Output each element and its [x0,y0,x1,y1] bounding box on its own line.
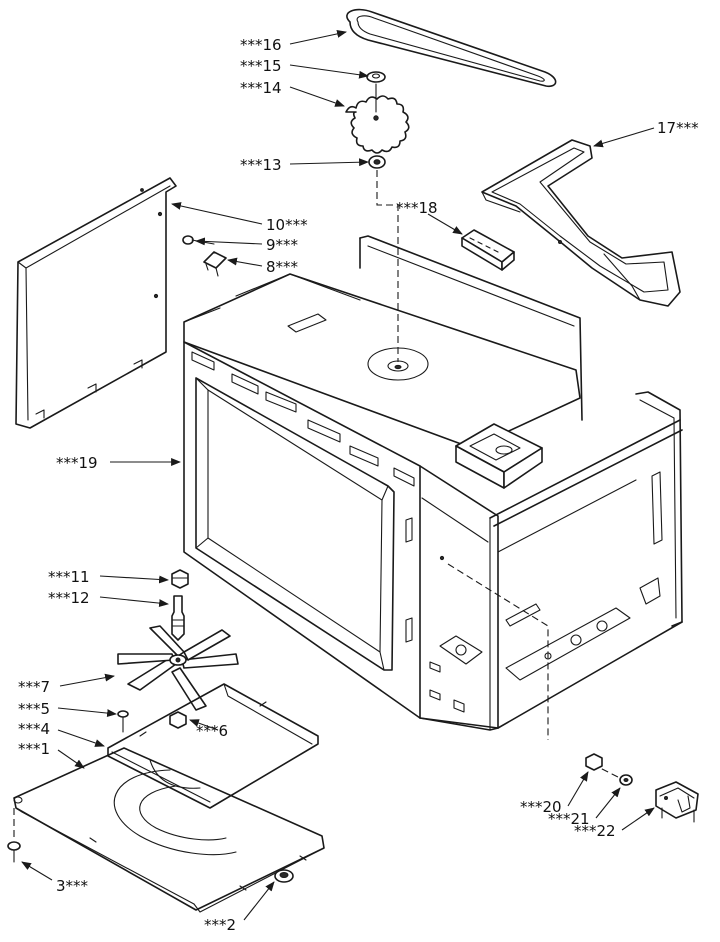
callout-16: ***16 [240,36,282,54]
part-20-nut [585,753,603,771]
callout-8: 8*** [266,258,299,276]
callout-9: 9*** [266,236,299,254]
part-17-cover [481,139,681,307]
part-14-stirrer [345,95,410,154]
callout-13: ***13 [240,156,282,174]
part-9-screw [182,235,215,245]
cavity-top-panel [183,273,581,449]
callout-3: 3*** [56,877,89,895]
shaft-alignment-line [376,170,399,362]
part-1-base-plate [13,747,325,913]
part-7-fan [117,625,239,711]
hardware-alignment-line [447,563,549,740]
callout-20: ***20 [520,798,562,816]
callout-15: ***15 [240,57,282,75]
part-18-block [461,229,515,271]
callout-1: ***1 [18,740,50,758]
part-13-washer [368,155,386,169]
part-12-shaft [171,595,185,641]
part-10-side-panel [15,177,177,429]
part-11-nut [171,569,189,589]
callout-18: ***18 [396,199,438,217]
callout-labels: ***16 ***15 ***14 ***13 17*** ***18 10**… [18,36,699,934]
part-19-cabinet-frame [183,235,683,731]
callout-10: 10*** [266,216,308,234]
part-22-switch [655,781,699,823]
part-4-bracket [107,683,319,809]
part-8-clip [203,251,227,277]
callout-22: ***22 [574,822,616,840]
part-6-nut [169,711,187,729]
part-15-washer [366,71,386,83]
part-21-washer [619,774,633,786]
part-3-screw [7,841,21,863]
callout-11: ***11 [48,568,90,586]
callout-6: ***6 [196,722,228,740]
callout-17: 17*** [657,119,699,137]
leader-lines [21,29,655,921]
callout-14: ***14 [240,79,282,97]
callout-7: ***7 [18,678,50,696]
callout-2: ***2 [204,916,236,934]
callout-12: ***12 [48,589,90,607]
callout-5: ***5 [18,700,50,718]
part-2-foot [274,869,294,883]
callout-21: ***21 [548,810,590,828]
callout-4: ***4 [18,720,50,738]
part-16-belt [346,8,557,88]
part-5-screw [117,710,129,733]
callout-19: ***19 [56,454,98,472]
